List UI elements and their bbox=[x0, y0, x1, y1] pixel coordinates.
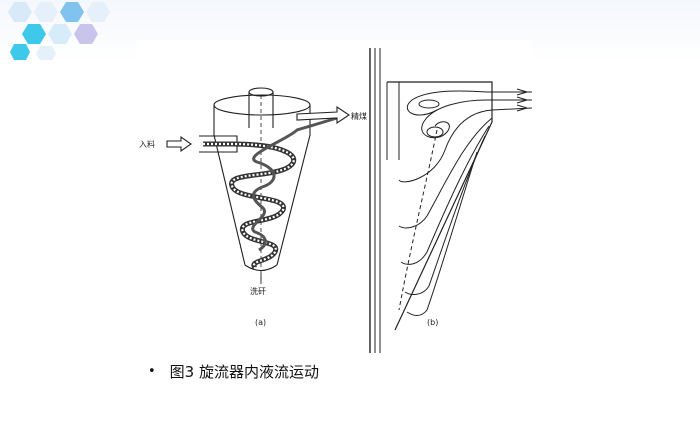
hexagon bbox=[86, 2, 110, 22]
inflow-arrow bbox=[516, 104, 528, 112]
panel-a-label: (a) bbox=[255, 318, 266, 327]
feed-arrow bbox=[166, 135, 192, 153]
inflow-arrow bbox=[516, 96, 528, 104]
hexagon bbox=[34, 2, 58, 22]
label-tailings: 洗矸 bbox=[250, 286, 266, 296]
bullet-point: • bbox=[148, 363, 156, 379]
vortex-finder bbox=[386, 82, 400, 160]
hexagon bbox=[48, 24, 72, 44]
cyclone-diagram: 入料 精煤 洗矸 (a) bbox=[139, 48, 532, 353]
hexagon bbox=[74, 24, 98, 44]
label-feed: 入料 bbox=[139, 139, 155, 149]
streamline bbox=[406, 90, 532, 116]
panel-b-drawing bbox=[369, 48, 532, 353]
overflow-pipe-top bbox=[248, 87, 274, 97]
eddy bbox=[418, 99, 440, 109]
outer-spiral bbox=[203, 141, 296, 270]
streamline bbox=[406, 151, 478, 316]
concentrate-arrow bbox=[296, 105, 350, 125]
decorative-hexagons bbox=[8, 2, 110, 60]
cyclone-wall bbox=[387, 81, 493, 331]
streamline bbox=[400, 125, 490, 265]
overflow-pipe bbox=[248, 92, 274, 128]
inflow-arrow bbox=[516, 88, 528, 96]
caption-text: 图3 旋流器内液流运动 bbox=[169, 362, 319, 381]
hexagon bbox=[36, 46, 56, 60]
streamline bbox=[404, 135, 486, 295]
panel-b-label: (b) bbox=[427, 318, 438, 327]
hexagon bbox=[8, 2, 32, 22]
hexagon bbox=[22, 24, 46, 44]
hexagon bbox=[60, 2, 84, 22]
streamline bbox=[398, 117, 493, 229]
hexagon bbox=[10, 44, 30, 60]
label-concentrate: 精煤 bbox=[351, 111, 367, 121]
cyclone-flow-figure: 入料 精煤 洗矸 (a) bbox=[137, 40, 532, 353]
air-core-boundary bbox=[398, 129, 438, 311]
eddy bbox=[426, 126, 444, 138]
cyclone-top-ellipse bbox=[213, 94, 311, 116]
streamline bbox=[398, 107, 532, 183]
inner-spiral bbox=[251, 116, 338, 252]
panel-a-drawing bbox=[166, 87, 350, 284]
figure-caption: • 图3 旋流器内液流运动 bbox=[148, 360, 319, 382]
streamline bbox=[421, 99, 532, 139]
